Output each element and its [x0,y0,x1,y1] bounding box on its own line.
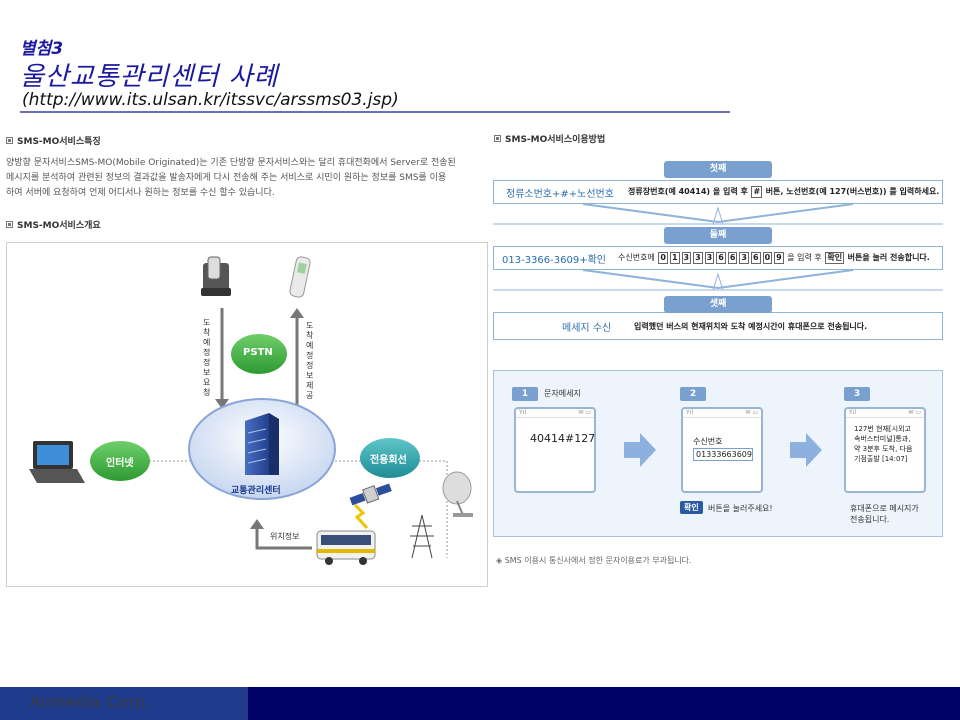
source-url: (http://www.its.ulsan.kr/itssvc/arssms03… [22,90,399,110]
step3-label: 메세지 수신 [562,323,612,334]
battery-icon: ✉ ▭ [578,409,591,416]
step2-tab: 둘째 [664,227,772,244]
battery-icon: ✉ ▭ [908,409,921,416]
step-connector [493,204,943,225]
battery-icon: ✉ ▭ [745,409,758,416]
hash-key: # [751,186,763,198]
digit-key: 3 [739,252,749,264]
signal-icon: Yıl [849,409,856,416]
provide-label: 도착예정정보제공 [306,321,314,400]
usage-heading: SMS-MO서비스이용방법 [494,132,605,145]
phone-2: Yıl ✉ ▭ 수신번호 01333663609 [681,407,763,493]
digit-key: 3 [681,252,692,264]
digit-key: 9 [774,252,784,264]
phone2-hint: 버튼을 눌러주세요! [708,504,773,513]
pstn-label: PSTN [243,347,273,358]
internet-node [90,441,150,481]
fee-note: ◈ SMS 이용시 통신사에서 정한 문자이용료가 부과됩니다. [496,556,692,565]
digit-key: 6 [750,252,761,264]
digit-key: 1 [669,252,680,264]
phone-1: Yıl ✉ ▭ 40414#127 [514,407,596,493]
leased-node [360,438,420,478]
phone-status-bar: Yıl ✉ ▭ [683,409,761,418]
title-divider [20,111,730,113]
bus-icon [316,530,376,565]
laptop-icon [29,441,85,483]
satellite-dish-icon [442,471,473,517]
confirm-key: 확인 [825,252,845,264]
landline-phone-icon [201,256,231,296]
network-diagram [29,256,473,565]
step1-tab: 첫째 [664,161,772,178]
phone-status-bar: Yıl ✉ ▭ [516,409,594,418]
diamond-icon: ◈ [496,556,505,565]
digit-key: 0 [762,252,773,264]
annex-label: 별첨3 [20,39,64,59]
digit-key: 3 [693,252,703,264]
step-number-1: 1 [512,387,538,401]
bullet-icon [6,137,13,144]
digit-key: 3 [704,252,715,264]
request-label: 도착예정정보요청 [203,318,211,397]
pstn-node [231,334,287,374]
digit-key: 6 [727,252,738,264]
phone2-field-label: 수신번호 [693,437,723,446]
location-label: 위치정보 [270,532,300,541]
features-heading: SMS-MO서비스특징 [6,134,101,147]
step2-input-format: 013-3366-3609+확인 [502,255,606,266]
phone1-content: 40414#127 [530,432,596,445]
building-icon [245,413,279,475]
footer-accent [0,687,248,720]
bullet-icon [494,135,501,142]
leased-line-label: 전용회선 [370,455,407,466]
step3-tab: 셋째 [664,296,772,313]
confirm-button[interactable]: 확인 [680,501,703,514]
step1-instruction: 정류장번호(예 40414) 을 입력 후 # 버튼, 노선번호(예 127(버… [628,186,940,198]
signal-icon [353,503,369,530]
phone2-number-field: 01333663609 [693,448,753,461]
phone-status-bar: Yıl ✉ ▭ [846,409,924,418]
next-arrow-icon [624,433,656,467]
step-number-2: 2 [680,387,706,401]
phone1-label: 문자메세지 [544,389,581,398]
step1-box [493,180,943,204]
step-connector [493,270,943,291]
satellite-icon [349,483,392,506]
step3-instruction: 입력했던 버스의 현재위치와 도착 예정시간이 휴대폰으로 전송됩니다. [634,322,868,331]
signal-icon: Yıl [686,409,693,416]
bullet-icon [6,221,13,228]
step-number-3: 3 [844,387,870,401]
phone-3: Yıl ✉ ▭ 127번 현재[시외고 속버스터미널]통과, 약 3분후 도착, … [844,407,926,493]
step1-input-format: 정류소번호+#+노선번호 [506,189,614,200]
overview-diagram: PSTN 인터넷 전용회선 교통관리센터 도착예정정보요청 도착예정정보제공 위… [6,242,488,587]
step2-box [493,246,943,270]
internet-label: 인터넷 [106,458,134,469]
overview-heading: SMS-MO서비스개요 [6,218,101,231]
mobile-phone-icon [289,256,311,298]
phone3-caption: 휴대폰으로 메시지가 전송됩니다. [850,504,919,524]
footer-company: Airmedia Corp. [30,694,151,711]
signal-icon: Yıl [519,409,526,416]
phone-steps-panel: 1 문자메세지 Yıl ✉ ▭ 40414#127 2 Yıl ✉ ▭ 수신번호 0… [493,370,943,537]
digit-key: 6 [716,252,726,264]
phone3-message: 127번 현재[시외고 속버스터미널]통과, 약 3분후 도착, 다음 기점출발… [854,425,913,463]
next-arrow-icon [790,433,822,467]
center-label: 교통관리센터 [231,486,281,496]
digit-key: 0 [658,252,668,264]
page-title: 울산교통관리센터 사례 [20,62,279,92]
location-arrow [255,527,312,550]
features-description: 양방향 문자서비스SMS-MO(Mobile Originated)는 기존 단… [6,158,456,198]
tower-icon [410,514,434,559]
